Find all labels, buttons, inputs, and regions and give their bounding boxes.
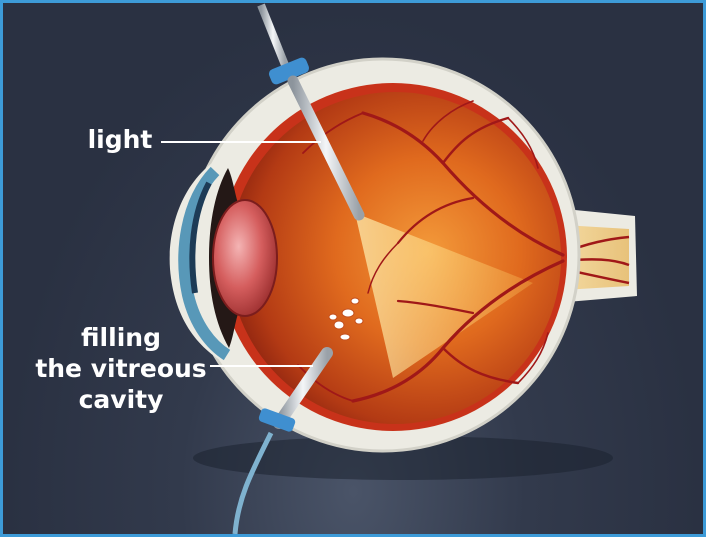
label-filling-line-1: filling	[29, 322, 213, 353]
lens	[213, 200, 277, 316]
label-light: light	[75, 124, 165, 155]
label-filling-line-2: the vitreous	[29, 353, 213, 384]
eye-cross-section	[3, 3, 703, 534]
label-filling-vitreous-cavity: filling the vitreous cavity	[29, 322, 213, 415]
label-filling-line-3: cavity	[29, 384, 213, 415]
